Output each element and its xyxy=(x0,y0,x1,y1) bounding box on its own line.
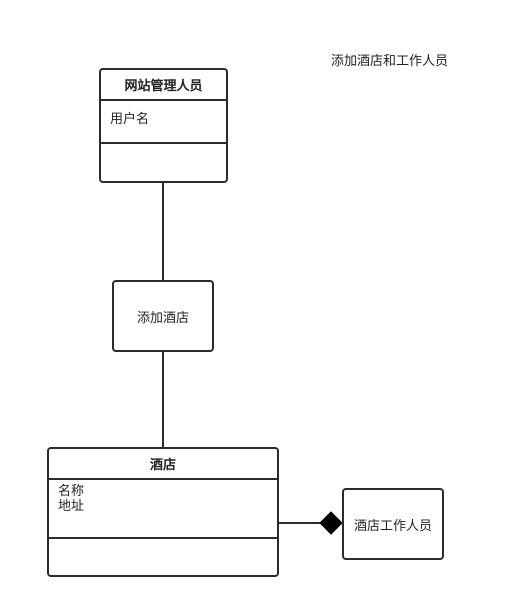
admin-class-methods xyxy=(101,144,226,181)
diagram-title: 添加酒店和工作人员 xyxy=(331,54,449,69)
hotel-staff-label: 酒店工作人员 xyxy=(353,518,432,534)
admin-class-attributes: 用户名 xyxy=(101,101,226,144)
add-hotel-box[interactable]: 添加酒店 xyxy=(112,280,214,352)
composition-diamond-icon xyxy=(319,511,343,535)
hotel-class-name: 酒店 xyxy=(49,449,277,480)
add-hotel-label: 添加酒店 xyxy=(136,310,189,326)
hotel-class-methods xyxy=(49,539,277,575)
hotel-attr-address: 地址 xyxy=(58,499,85,514)
admin-class-box[interactable]: 网站管理人员 用户名 xyxy=(99,68,228,183)
hotel-class-box[interactable]: 酒店 名称 地址 xyxy=(47,447,279,577)
hotel-class-attributes: 名称 地址 xyxy=(49,480,277,539)
hotel-staff-box[interactable]: 酒店工作人员 xyxy=(342,488,444,560)
hotel-attr-name: 名称 xyxy=(58,484,85,499)
admin-class-name: 网站管理人员 xyxy=(101,70,226,101)
admin-attr-username: 用户名 xyxy=(110,112,150,127)
